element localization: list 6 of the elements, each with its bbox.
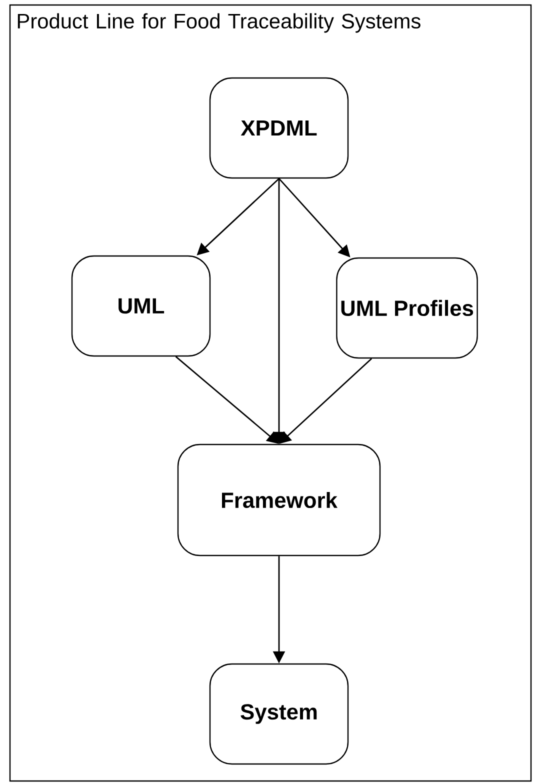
process-box: Framework: [177, 444, 381, 556]
process-box: XPDML: [209, 77, 349, 179]
arrow: [279, 358, 372, 444]
process-box: System: [209, 663, 349, 765]
process-box: UML: [71, 255, 211, 357]
process-box: UML Profiles: [336, 257, 478, 359]
